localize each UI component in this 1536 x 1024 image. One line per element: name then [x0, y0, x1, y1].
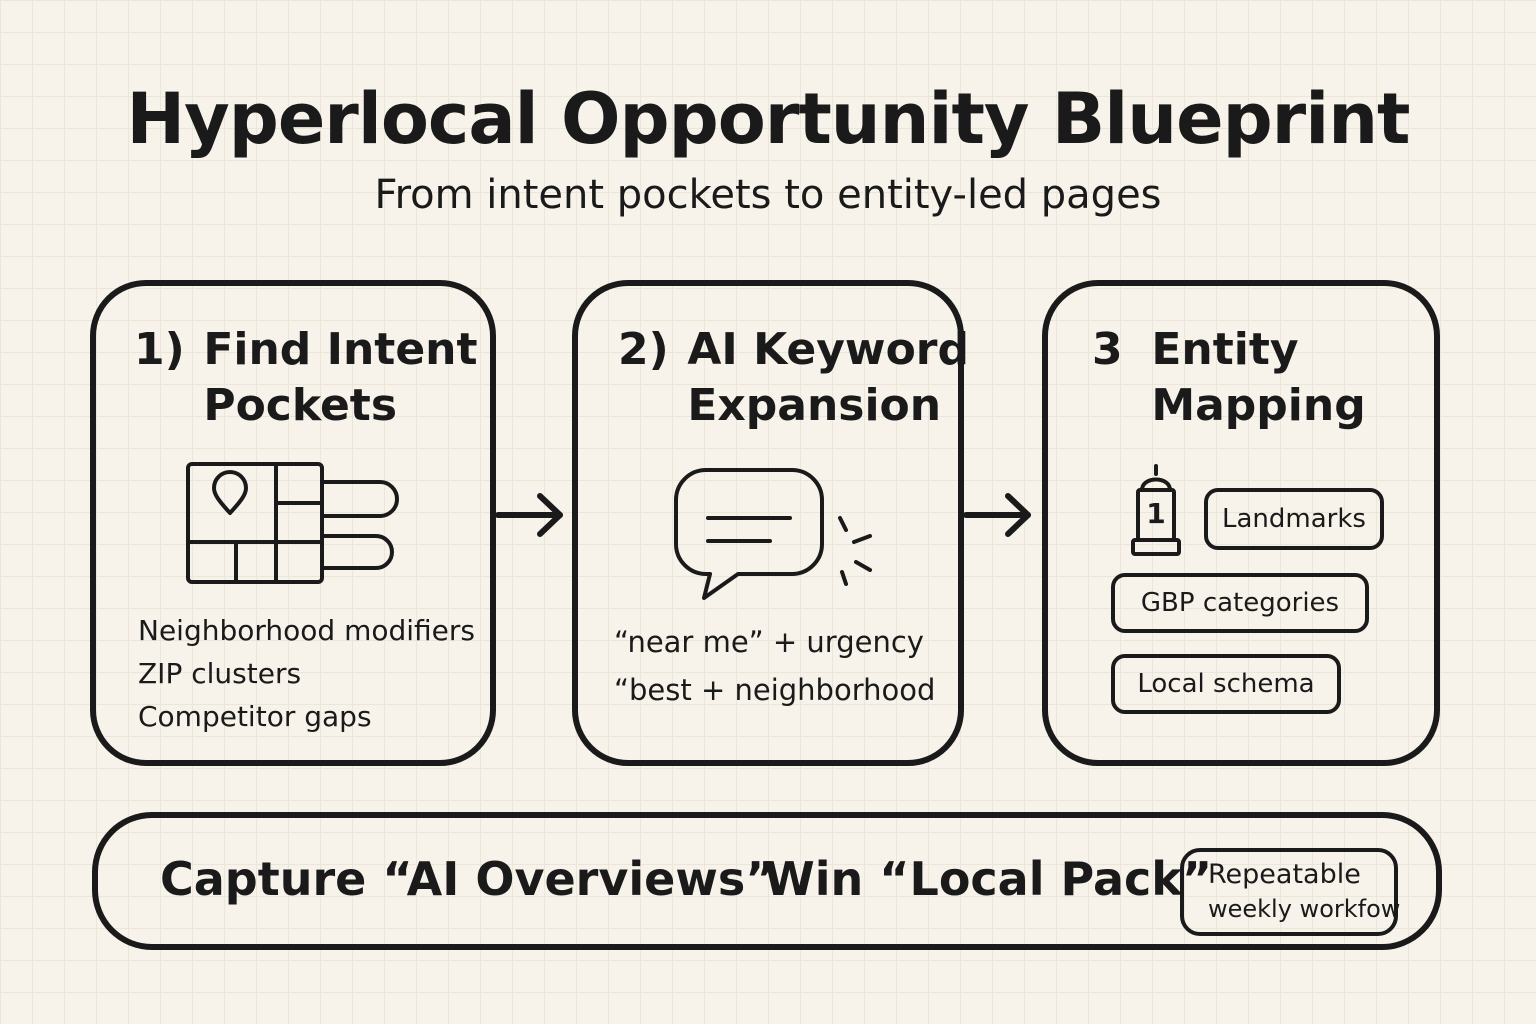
- step-2-list: “near me” + urgency “best + neighborhood: [614, 618, 935, 714]
- step-1-title: 1) Find Intent Pockets: [134, 322, 478, 434]
- step-2-title-line1: AI Keyword: [687, 324, 969, 375]
- step-1-number: 1): [134, 324, 185, 375]
- badge-line-2: weekly workfow: [1208, 895, 1401, 923]
- outcome-capture-ai-overviews: Capture “AI Overviews”: [160, 852, 776, 906]
- step-3-title-line2: Mapping: [1151, 380, 1366, 431]
- step-card-entity-mapping: [1042, 280, 1440, 766]
- list-item: ZIP clusters: [138, 657, 302, 690]
- step-1-title-line1: Find Intent: [203, 324, 478, 375]
- entity-tag-local-schema: Local schema: [1111, 654, 1341, 714]
- landmark-icon: 1: [1128, 462, 1184, 560]
- repeatable-workflow-badge: Repeatable weekly workfow: [1180, 848, 1401, 936]
- list-item: Neighborhood modifiers: [138, 614, 475, 647]
- list-item: “near me” + urgency: [614, 625, 924, 659]
- step-2-title-line2: Expansion: [687, 380, 942, 431]
- outcome-win-local-pack: Win “Local Pack”: [764, 852, 1213, 906]
- map-pin-grid-icon: [186, 462, 399, 584]
- list-item: Competitor gaps: [138, 700, 372, 733]
- step-3-title: 3 Entity Mapping: [1092, 322, 1366, 434]
- step-2-title: 2) AI Keyword Expansion: [618, 322, 969, 434]
- entity-tag-landmarks: Landmarks: [1204, 488, 1384, 550]
- step-2-number: 2): [618, 324, 669, 375]
- chat-bubble-icon: [674, 468, 872, 600]
- entity-tag-gbp-categories: GBP categories: [1111, 573, 1369, 633]
- arrow-right-icon: [963, 493, 1031, 537]
- page-title: Hyperlocal Opportunity Blueprint: [126, 78, 1411, 160]
- landmark-number: 1: [1146, 497, 1166, 530]
- step-1-list: Neighborhood modifiers ZIP clusters Comp…: [138, 609, 475, 738]
- step-card-ai-keyword-expansion: [572, 280, 964, 766]
- step-3-title-line1: Entity: [1151, 324, 1299, 375]
- step-1-title-line2: Pockets: [203, 380, 398, 431]
- step-card-find-intent-pockets: [90, 280, 496, 766]
- list-item: “best + neighborhood: [614, 673, 936, 707]
- badge-line-1: Repeatable: [1208, 859, 1361, 890]
- page-subtitle: From intent pockets to entity-led pages: [374, 172, 1162, 218]
- outcome-bar: [92, 812, 1442, 950]
- arrow-right-icon: [495, 493, 563, 537]
- step-3-number: 3: [1092, 324, 1123, 375]
